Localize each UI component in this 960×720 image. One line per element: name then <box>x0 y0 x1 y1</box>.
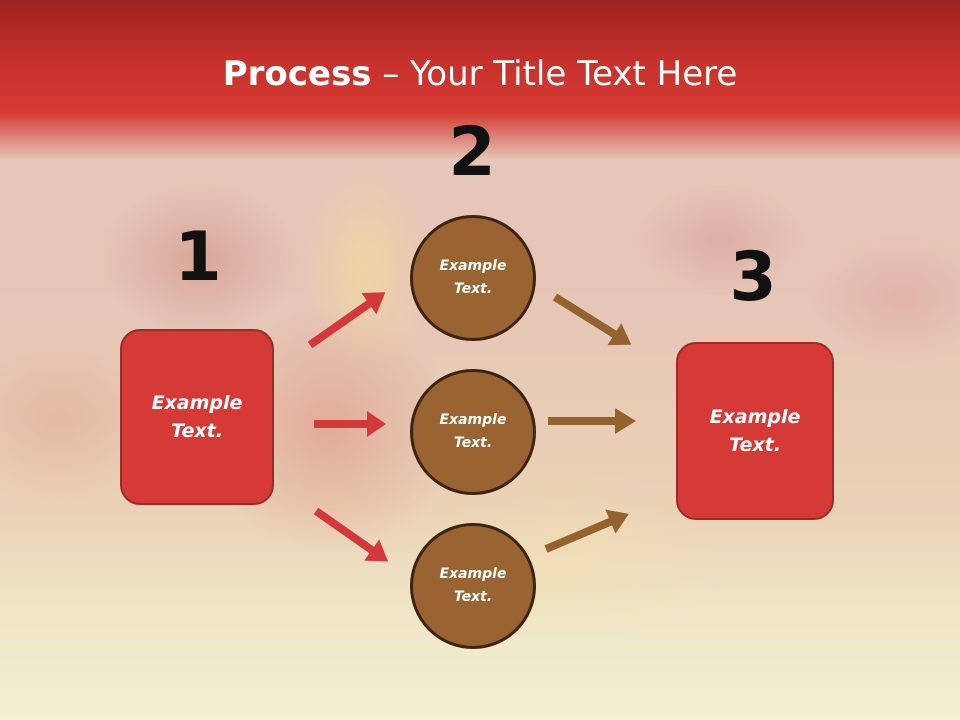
arrow-2-to-3-middle <box>548 408 636 434</box>
slide-title: Process – Your Title Text Here <box>0 52 960 96</box>
step-1-text: Example Text. <box>151 392 243 442</box>
step-1-box: Example Text. <box>120 329 274 505</box>
step-2-circle-top: Example Text. <box>410 215 536 341</box>
title-banner <box>0 0 960 160</box>
step-2-circle-middle-text: Example Text. <box>439 412 507 451</box>
step-2-circle-bottom-text: Example Text. <box>439 566 507 605</box>
step-2-circle-bottom: Example Text. <box>410 523 536 649</box>
title-bold: Process <box>222 54 372 94</box>
step-2-circle-middle: Example Text. <box>410 369 536 495</box>
step-number-2: 2 <box>448 113 496 192</box>
arrow-2-to-3-top <box>552 293 632 346</box>
step-2-circle-top-text: Example Text. <box>439 258 507 297</box>
step-3-box: Example Text. <box>676 342 834 520</box>
step-3-text: Example Text. <box>709 406 801 456</box>
step-number-1: 1 <box>174 218 222 297</box>
arrow-2-to-3-bottom <box>544 509 629 553</box>
step-number-3: 3 <box>729 238 777 317</box>
title-rest: – Your Title Text Here <box>371 54 738 94</box>
arrow-1-to-2-middle <box>314 411 386 437</box>
arrow-1-to-2-top <box>307 292 386 349</box>
arrow-1-to-2-bottom <box>313 507 389 562</box>
